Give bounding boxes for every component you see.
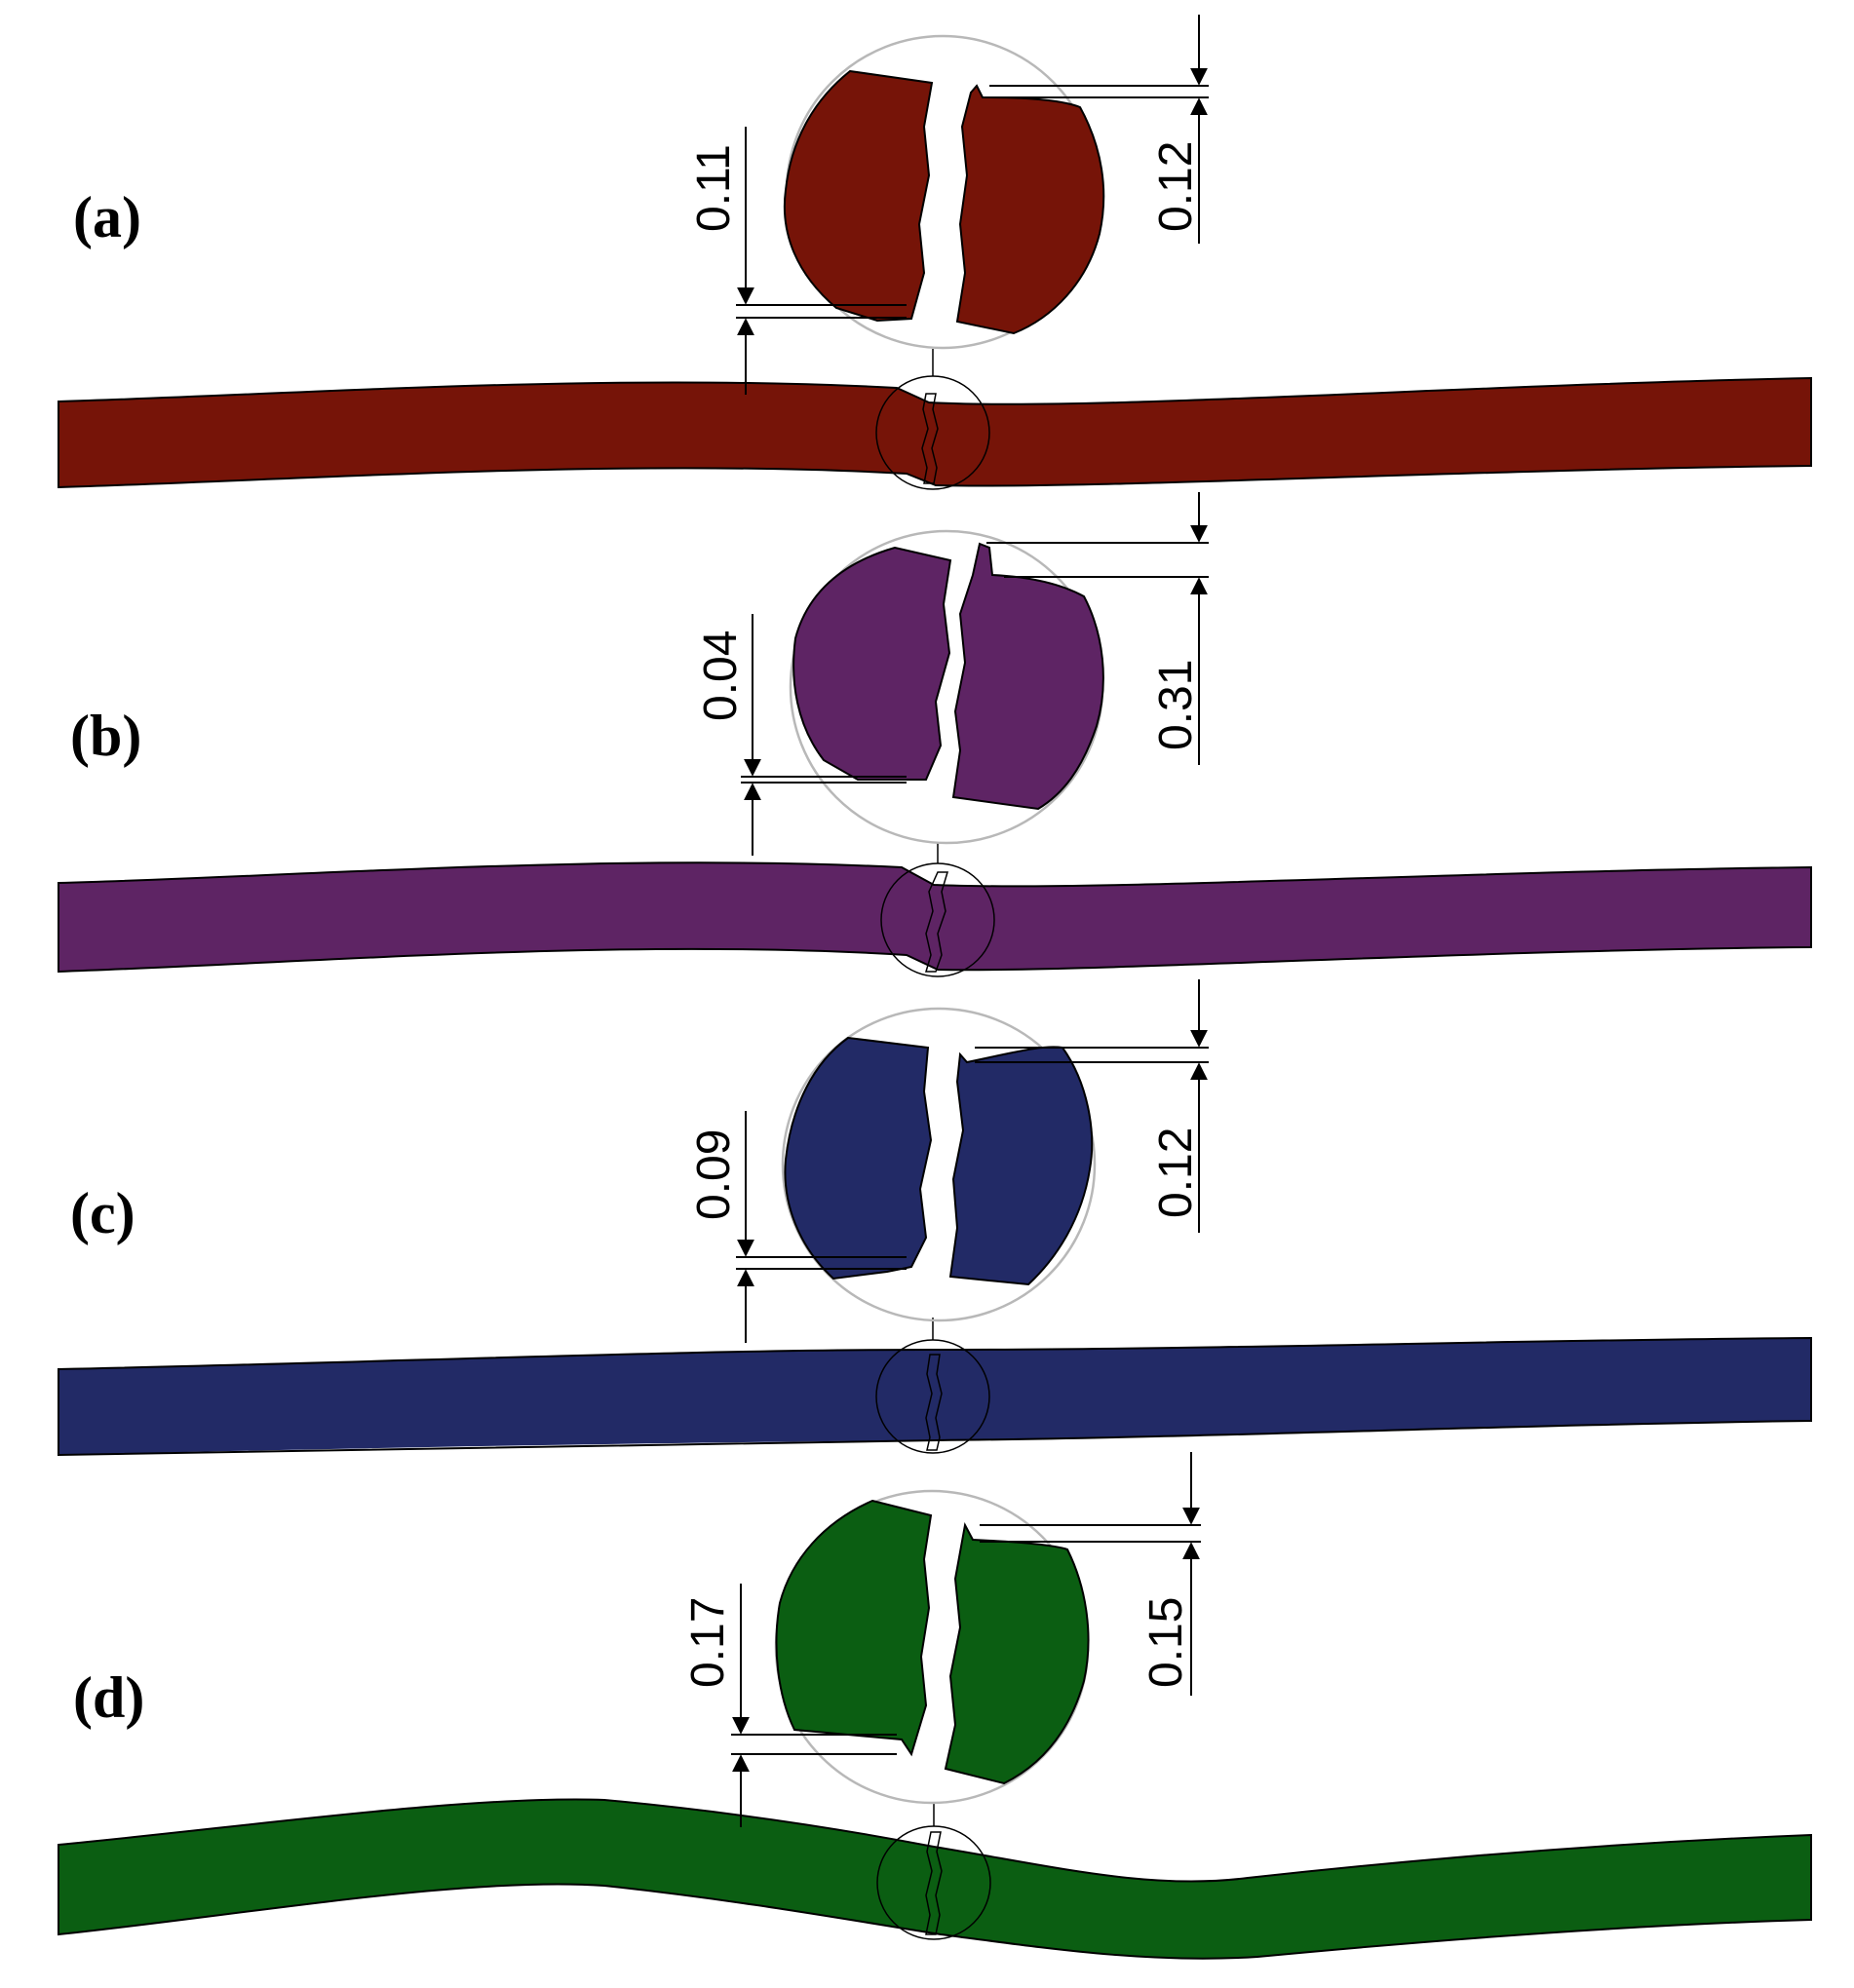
fragment-right-a — [955, 84, 1105, 335]
panel-label-b: (b) — [70, 704, 141, 768]
dim-left-c: 0.09 — [688, 1129, 740, 1220]
panel-d: (d) 0.15 0.17 — [58, 1452, 1812, 1960]
dim-right-b: 0.31 — [1150, 660, 1202, 750]
dim-right-a: 0.12 — [1150, 141, 1202, 232]
beam-crack-d — [925, 1831, 943, 1935]
dim-left-d: 0.17 — [682, 1597, 734, 1688]
beam-crack-b — [924, 871, 949, 973]
beam-crack-a — [921, 393, 939, 484]
panel-label-a: (a) — [73, 185, 141, 249]
fragment-right-d — [944, 1521, 1090, 1785]
beam-crack-c — [925, 1354, 943, 1451]
fragment-left-c — [784, 1036, 933, 1281]
zoom-ring-c — [781, 1007, 1097, 1322]
beam-b — [58, 861, 1812, 974]
panel-c: (c) 0.12 0.09 — [58, 979, 1812, 1457]
dim-right-c: 0.12 — [1150, 1128, 1202, 1218]
beam-a — [58, 376, 1812, 489]
beam-c — [58, 1336, 1812, 1457]
fragment-left-a — [783, 69, 934, 323]
dim-right-d: 0.15 — [1140, 1597, 1192, 1688]
beam-d — [58, 1798, 1812, 1960]
panel-a: (a) 0.12 0.11 — [58, 15, 1812, 490]
dim-left-a: 0.11 — [688, 144, 740, 232]
panel-label-c: (c) — [70, 1181, 135, 1245]
panel-b: (b) 0.31 0.04 — [58, 492, 1812, 977]
dim-left-b: 0.04 — [695, 631, 747, 721]
fragment-left-d — [775, 1499, 933, 1757]
fragment-right-c — [948, 1046, 1094, 1286]
fragment-left-b — [792, 546, 952, 781]
fragment-right-b — [951, 542, 1104, 811]
panel-label-d: (d) — [73, 1665, 144, 1730]
